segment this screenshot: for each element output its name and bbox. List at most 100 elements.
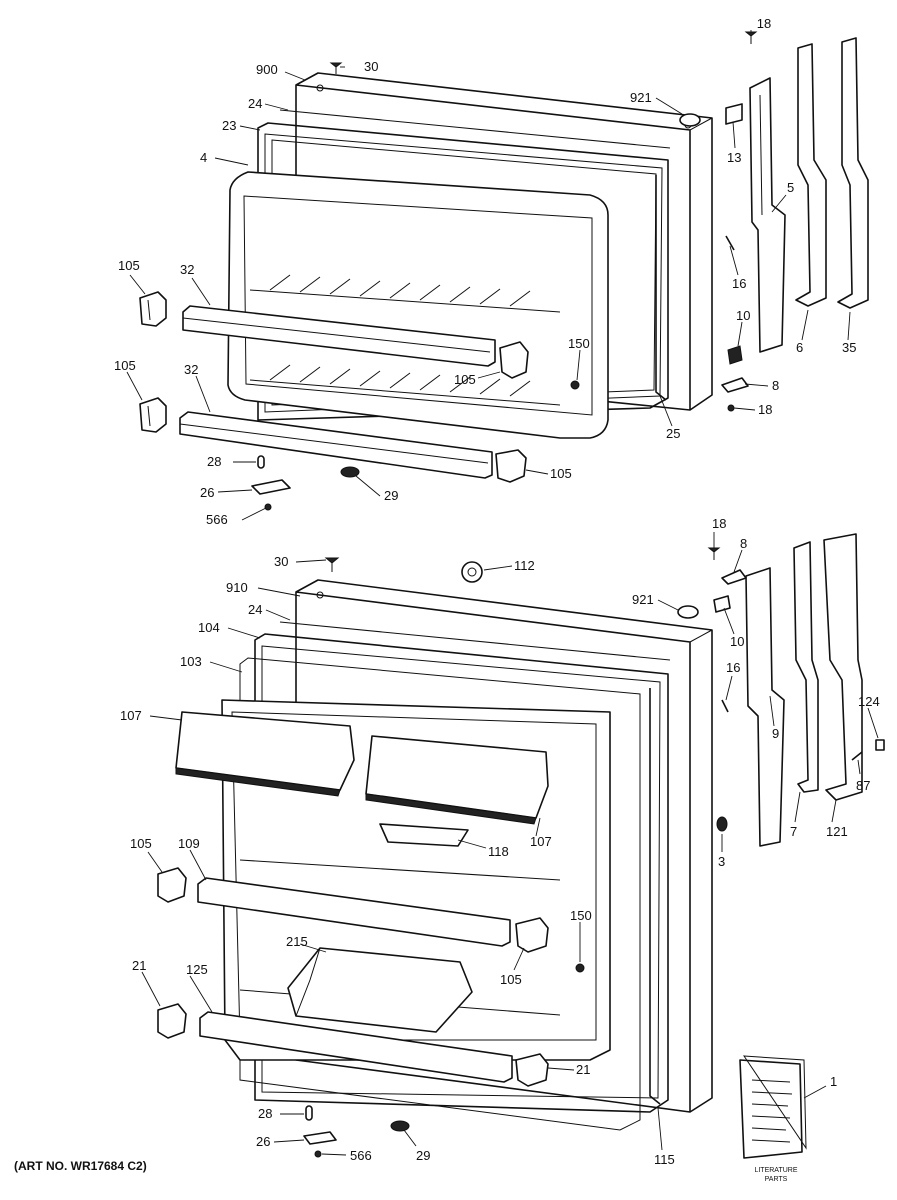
callout-900: 900 (256, 62, 278, 77)
fresh-food-breaker-strip (279, 621, 671, 661)
callout-32-b: 32 (184, 362, 198, 377)
screw-18b (727, 404, 735, 412)
screw-30b (324, 557, 340, 572)
callout-24-b: 24 (248, 602, 262, 617)
callout-13: 13 (727, 150, 741, 165)
callout-8-b: 8 (740, 536, 747, 551)
callout-18-c: 18 (712, 516, 726, 531)
callout-215: 215 (286, 934, 308, 949)
stop-10 (727, 345, 743, 365)
plug-921 (679, 113, 701, 127)
door-shelf-bar-109 (197, 877, 511, 947)
callout-4: 4 (200, 150, 207, 165)
callout-5: 5 (787, 180, 794, 195)
callout-105-d: 105 (550, 466, 572, 481)
screw-16b (721, 699, 729, 713)
freezer-shelf-bar-lower (179, 411, 493, 479)
callout-107-a: 107 (120, 708, 142, 723)
callout-105-a: 105 (118, 258, 140, 273)
callout-9: 9 (772, 726, 779, 741)
screw-30 (329, 62, 343, 74)
callout-labels-top: 18 30 900 921 24 23 13 4 5 16 105 32 10 … (114, 16, 856, 527)
screw-18 (744, 31, 758, 44)
callout-35: 35 (842, 340, 856, 355)
freezer-hinge-bracket (749, 77, 786, 353)
callout-124: 124 (858, 694, 880, 709)
callout-87: 87 (856, 778, 870, 793)
bushing-29b (390, 1120, 410, 1132)
callout-18: 18 (757, 16, 771, 31)
bracket-8 (721, 377, 749, 393)
callout-23: 23 (222, 118, 236, 133)
callout-103: 103 (180, 654, 202, 669)
gasket-strip-115 (649, 688, 661, 1105)
callout-107-b: 107 (530, 834, 552, 849)
callout-115: 115 (654, 1152, 675, 1167)
callout-104: 104 (198, 620, 220, 635)
fresh-food-hinge-bracket (745, 567, 785, 847)
shelf-bracket-21-left (157, 1003, 187, 1039)
hinge-plate-26b (303, 1131, 337, 1145)
callout-29: 29 (384, 488, 398, 503)
callout-26-b: 26 (256, 1134, 270, 1149)
art-number-caption: (ART NO. WR17684 C2) (14, 1159, 147, 1173)
callout-28-b: 28 (258, 1106, 272, 1121)
screw-18c (707, 547, 721, 560)
freezer-breaker-strip (279, 109, 671, 149)
callout-30-b: 30 (274, 554, 288, 569)
callout-18-b: 18 (758, 402, 772, 417)
fresh-food-handle-7 (793, 541, 819, 793)
screw-566 (264, 503, 272, 511)
freezer-handle-35 (837, 37, 869, 309)
callout-105-e: 105 (130, 836, 152, 851)
callout-910: 910 (226, 580, 248, 595)
callout-10: 10 (736, 308, 750, 323)
shelf-bracket-right-lower (495, 449, 527, 483)
callout-10-b: 10 (730, 634, 744, 649)
callout-105-c: 105 (114, 358, 136, 373)
callout-3: 3 (718, 854, 725, 869)
callout-8: 8 (772, 378, 779, 393)
door-bin-107-left (175, 711, 355, 797)
callout-566: 566 (206, 512, 228, 527)
stop-10b (713, 595, 731, 613)
shelf-bracket-left-lower (139, 397, 167, 433)
pin-28 (257, 455, 265, 469)
callout-118: 118 (488, 844, 509, 859)
callout-32-a: 32 (180, 262, 194, 277)
freezer-door-assembly (139, 31, 869, 511)
dairy-bin-215 (287, 947, 473, 1033)
hinge-plate-26 (251, 479, 291, 495)
leader-lines (126, 30, 879, 1156)
pin-28b (305, 1105, 313, 1121)
callout-1: 1 (830, 1074, 837, 1089)
callout-25: 25 (666, 426, 680, 441)
callout-125: 125 (186, 962, 208, 977)
cap-112 (461, 561, 483, 583)
cap-124 (875, 739, 885, 751)
plug-150b (575, 963, 585, 973)
callout-26: 26 (200, 485, 214, 500)
callout-6: 6 (796, 340, 803, 355)
callout-16-b: 16 (726, 660, 740, 675)
callout-921-b: 921 (632, 592, 654, 607)
fresh-food-door-assembly (157, 533, 885, 1159)
callout-7: 7 (790, 824, 797, 839)
callout-labels-bottom: 18 30 112 8 910 921 24 10 104 103 16 124… (120, 516, 880, 1167)
literature-label-line1: LITERATURE (754, 1167, 797, 1174)
callout-21-a: 21 (132, 958, 146, 973)
shelf-bracket-left-upper (139, 291, 167, 327)
callout-121: 121 (826, 824, 848, 839)
callout-24: 24 (248, 96, 262, 111)
shelf-bracket-right-upper (499, 341, 529, 379)
bushing-29 (340, 466, 360, 478)
callout-109: 109 (178, 836, 200, 851)
callout-28: 28 (207, 454, 221, 469)
shelf-bracket-21-right (515, 1053, 549, 1087)
door-shelf-bar-125 (199, 1011, 513, 1083)
shelf-bracket-105-right (515, 917, 549, 953)
literature-booklet (739, 1055, 807, 1159)
callout-16: 16 (732, 276, 746, 291)
door-bin-107-right (365, 735, 549, 825)
